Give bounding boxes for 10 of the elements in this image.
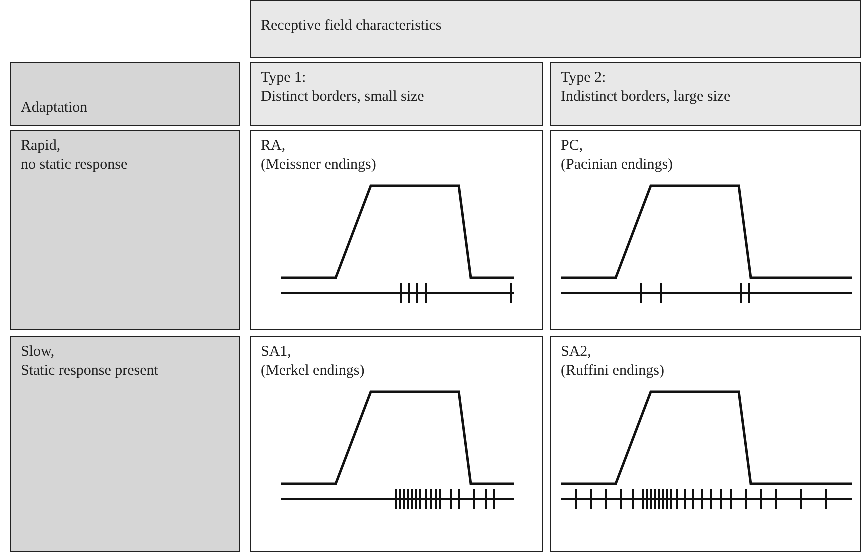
cell-text: Receptive field characteristics (261, 17, 442, 36)
cell-text: Slow, Static response present (21, 343, 158, 381)
cell-text: RA, (Meissner endings) (261, 137, 376, 175)
cell-text: SA1, (Merkel endings) (261, 343, 365, 381)
cell-text: Type 2: Indistinct borders, large size (561, 69, 731, 107)
cell-text: Rapid, no static response (21, 137, 128, 175)
cell-text: SA2, (Ruffini endings) (561, 343, 664, 381)
cell-text: Adaptation (21, 99, 88, 118)
cell-text: Type 1: Distinct borders, small size (261, 69, 424, 107)
cell-text: PC, (Pacinian endings) (561, 137, 674, 175)
